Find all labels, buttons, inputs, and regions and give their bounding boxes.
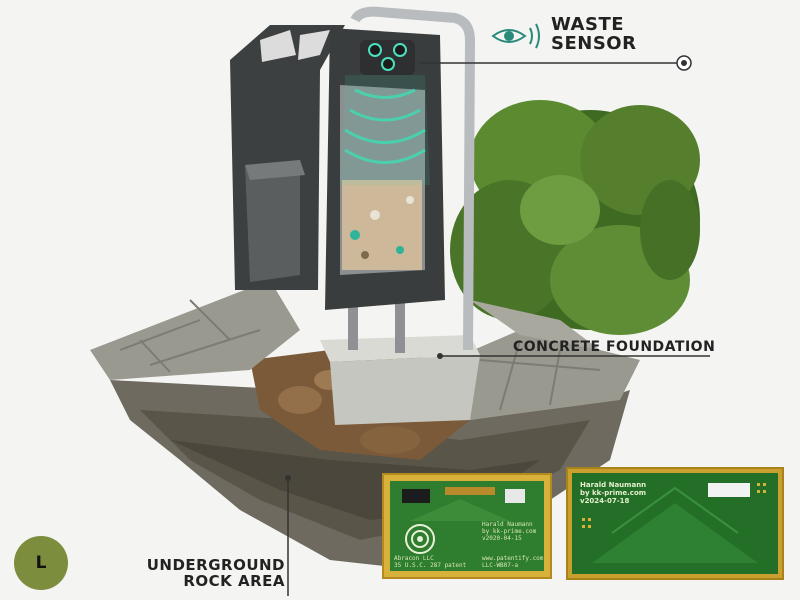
steel-arch — [350, 6, 476, 351]
waste-sensor-label-line1: WASTE — [551, 14, 625, 35]
pcb-right-trace-art — [582, 483, 766, 563]
pcb-left-site: by kk-prime.com — [482, 528, 537, 535]
pcb-right: Harald Naumann by kk-prime.com v2024-07-… — [566, 467, 784, 580]
sensor-glow — [340, 75, 430, 185]
underground-rock-label-line2: ROCK AREA — [183, 571, 285, 590]
underground-rock-label-line1: UNDERGROUND — [146, 556, 285, 574]
support-post-left — [348, 290, 358, 350]
underground-rock-label: UNDERGROUND ROCK AREA — [135, 556, 285, 590]
waste-sensor — [360, 40, 415, 75]
waste-sensor-label-line2: SENSOR — [551, 32, 637, 54]
hedge — [450, 100, 700, 335]
pcb-right-author: Harald Naumann — [580, 481, 647, 489]
waste-bin-right — [325, 28, 445, 310]
paving — [90, 280, 640, 420]
callout-dot-rock — [285, 475, 291, 481]
pcb-left-antenna-icon — [402, 487, 525, 554]
pcb-right-version: v2024-07-18 — [580, 497, 630, 505]
pcb-left-author: Harald Naumann — [482, 521, 533, 528]
callout-lines — [287, 62, 710, 596]
eye-sensor-icon — [491, 23, 540, 49]
pcb-left-part: LLC-WB07-a — [482, 562, 519, 569]
concrete-foundation-label: CONCRETE FOUNDATION — [513, 339, 716, 355]
sensor-beams — [344, 88, 426, 164]
pcb-right-text: Harald Naumann by kk-prime.com v2024-07-… — [580, 481, 646, 505]
support-post-right — [395, 295, 405, 353]
waste-sensor-label: WASTE SENSOR — [551, 14, 637, 54]
callout-dot-concrete — [437, 353, 443, 359]
corner-badge: L — [14, 536, 68, 590]
pcb-left-company: Abracon LLC — [394, 555, 434, 562]
pcb-left-patent: 35 U.S.C. 287 patent — [394, 562, 467, 569]
pcb-left-website: www.patentify.com — [482, 555, 544, 562]
waste-bin-left — [230, 25, 345, 290]
pcb-left-version: v2020-04-15 — [482, 535, 522, 542]
pcb-left: Harald Naumann by kk-prime.com v2020-04-… — [382, 473, 552, 579]
pcb-right-site: by kk-prime.com — [580, 489, 647, 497]
